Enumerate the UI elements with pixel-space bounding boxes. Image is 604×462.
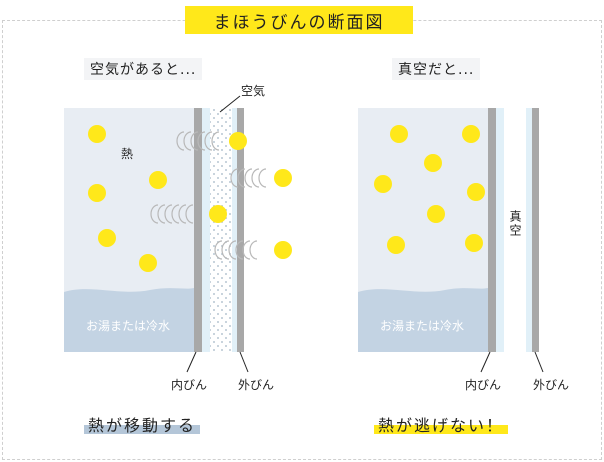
- heat-dot: [465, 234, 483, 252]
- left-conclusion-text: 熱が移動する: [88, 416, 197, 435]
- left-outer-label: 外びん: [238, 378, 275, 392]
- right-inner-glass: [496, 108, 504, 352]
- right-liquid-label: お湯または冷水: [380, 319, 465, 333]
- heat-label: 熱: [121, 147, 134, 161]
- heat-dot: [149, 171, 167, 189]
- heat-dot: [424, 154, 442, 172]
- left-leader-lines: [186, 95, 249, 373]
- heat-dot: [139, 254, 157, 272]
- heat-dot: [229, 132, 247, 150]
- heat-dot: [427, 205, 445, 223]
- left-container: [64, 108, 194, 352]
- left-heading: 空気があると...: [84, 58, 203, 80]
- right-outer-wall: [532, 108, 539, 352]
- right-leader-lines: [480, 351, 544, 373]
- air-label: 空気: [241, 84, 266, 98]
- heat-dot: [209, 205, 227, 223]
- heat-dot: [88, 184, 106, 202]
- left-inner-label: 内びん: [171, 378, 208, 392]
- right-conclusion-text: 熱が逃げない！: [378, 416, 505, 435]
- heat-dot: [274, 169, 292, 187]
- left-inner-glass: [202, 108, 210, 352]
- heat-dot: [374, 175, 392, 193]
- heat-dot: [467, 183, 485, 201]
- left-outer-wall: [237, 108, 244, 352]
- left-conclusion: 熱が移動する: [84, 412, 201, 435]
- vacuum-label: 真空: [508, 210, 522, 238]
- left-water: [64, 288, 194, 352]
- right-heading: 真空だと...: [392, 58, 481, 80]
- right-vacuum-gap: [504, 108, 526, 352]
- heat-motion-arcs: [150, 131, 267, 260]
- right-water: [358, 288, 488, 352]
- right-heat-particles: [374, 125, 485, 254]
- outer-leader-right: [534, 351, 544, 373]
- right-outer-glass: [526, 108, 532, 352]
- heat-dot: [88, 125, 106, 143]
- right-conclusion: 熱が逃げない！: [374, 412, 509, 435]
- outer-leader-left: [239, 351, 249, 373]
- heat-dot: [390, 125, 408, 143]
- air-leader: [219, 95, 241, 113]
- inner-leader-left: [186, 351, 197, 373]
- inner-leader-right: [480, 351, 491, 373]
- right-outer-label: 外びん: [533, 378, 570, 392]
- heat-dot: [98, 229, 116, 247]
- left-heat-particles: [88, 125, 292, 272]
- right-inner-wall: [488, 108, 496, 352]
- left-inner-wall: [194, 108, 202, 352]
- page-title: まほうびんの断面図: [185, 6, 413, 34]
- right-inner-label: 内びん: [465, 378, 502, 392]
- heat-dot: [387, 236, 405, 254]
- heat-dot: [274, 241, 292, 259]
- heat-dot: [462, 125, 480, 143]
- left-air-gap: [210, 108, 232, 352]
- left-liquid-label: お湯または冷水: [86, 319, 171, 333]
- left-outer-glass: [232, 108, 237, 352]
